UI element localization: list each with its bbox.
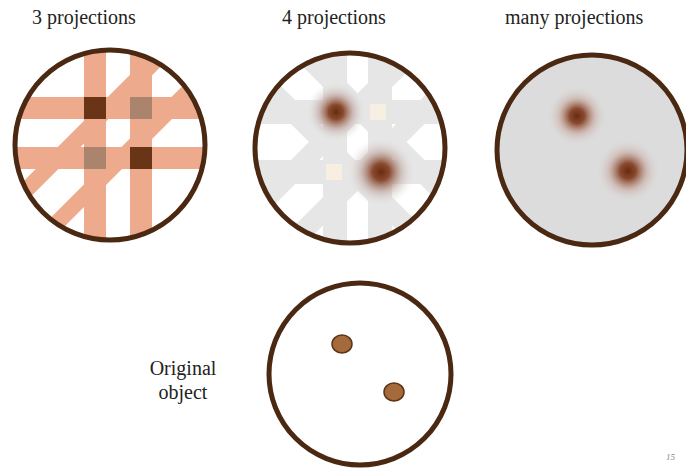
four-projection-bands	[242, 31, 472, 257]
three-projection-bands	[10, 30, 217, 245]
object-dot	[384, 383, 404, 401]
field-circle	[497, 55, 686, 245]
panel-heading: many projections	[505, 5, 643, 29]
panel-heading: 4 projections	[282, 5, 386, 29]
object-dot	[332, 335, 352, 353]
panel-heading: 3 projections	[32, 5, 136, 29]
field-circle	[255, 53, 445, 243]
field-circle	[269, 283, 451, 465]
page-number: 15	[666, 452, 675, 463]
blurred-object	[547, 86, 607, 146]
blurred-object	[596, 139, 660, 203]
object-label: Original object	[138, 356, 228, 404]
field-circle	[15, 50, 205, 240]
